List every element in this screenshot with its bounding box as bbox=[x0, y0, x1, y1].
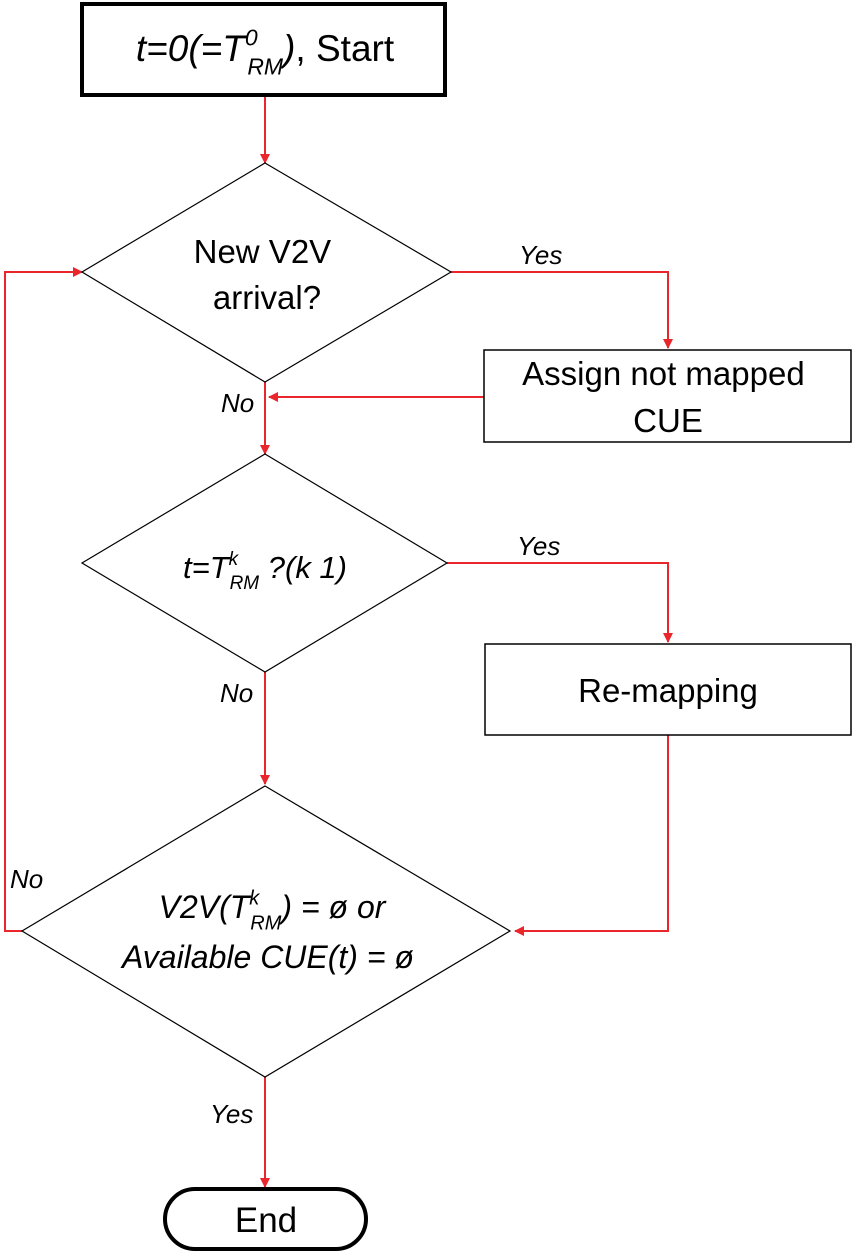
start-box bbox=[80, 2, 447, 97]
remap-check-yes-label: Yes bbox=[517, 531, 560, 561]
text-part: ) bbox=[279, 28, 295, 69]
text-part: V2V(T bbox=[159, 889, 252, 925]
text-part: t=T bbox=[183, 550, 231, 585]
edge-remapping-to-end-check bbox=[514, 735, 669, 936]
new-v2v-no-label: No bbox=[221, 388, 254, 418]
text-part: RM bbox=[247, 53, 284, 79]
new-v2v-line1: New V2V bbox=[194, 233, 332, 270]
assign-box bbox=[483, 349, 852, 443]
remap-check-no-label: No bbox=[220, 678, 253, 708]
new-v2v-decision bbox=[80, 162, 453, 383]
end-check-line2: Available CUE(t) = ø bbox=[120, 939, 414, 975]
remapping-label: Re-mapping bbox=[578, 672, 758, 709]
svg-text:New V2V arrival?: New V2V arrival? bbox=[194, 233, 341, 316]
remapping-box bbox=[484, 643, 852, 736]
text-part: RM bbox=[250, 913, 281, 935]
text-part: ?(k 1) bbox=[259, 550, 347, 585]
remap-check-decision bbox=[80, 453, 449, 673]
text-part: RM bbox=[230, 573, 260, 594]
end-terminal bbox=[163, 1187, 368, 1251]
new-v2v-yes-label: Yes bbox=[519, 240, 562, 270]
end-check-yes-label: Yes bbox=[210, 1099, 253, 1129]
end-check-no-label: No bbox=[10, 864, 43, 894]
text-part: , Start bbox=[295, 28, 394, 69]
edge-end-check-no-loop bbox=[4, 267, 83, 932]
text-part: k bbox=[249, 888, 260, 910]
text-part: ) = ø or bbox=[277, 889, 386, 925]
edge-new-v2v-yes-to-assign bbox=[451, 271, 673, 349]
text-part: t=0(=T bbox=[136, 28, 247, 69]
edge-remap-check-yes-to-remapping bbox=[447, 562, 673, 643]
new-v2v-line2: arrival? bbox=[213, 279, 321, 316]
text-part: 0 bbox=[245, 24, 258, 50]
svg-text:Assign not mapped CUE: Assign not mapped CUE bbox=[522, 355, 814, 439]
end-check-decision bbox=[20, 785, 512, 1078]
end-label: End bbox=[235, 1201, 297, 1240]
assign-line2: CUE bbox=[633, 402, 703, 439]
text-part: k bbox=[229, 549, 240, 570]
assign-line1: Assign not mapped bbox=[522, 355, 805, 392]
